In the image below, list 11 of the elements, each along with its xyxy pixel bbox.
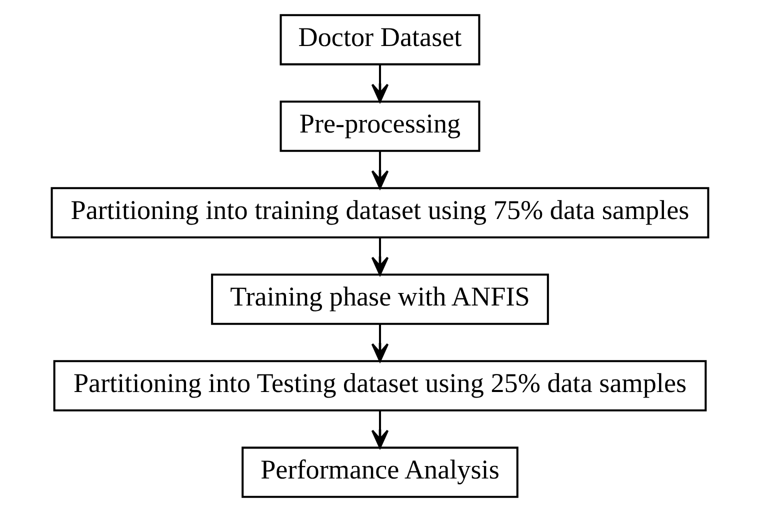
- node-box: Doctor Dataset: [279, 14, 480, 66]
- arrow: [370, 64, 388, 103]
- node-box: Training phase with ANFIS: [210, 274, 548, 325]
- arrow: [370, 151, 388, 190]
- arrow: [370, 410, 388, 449]
- node-box: Performance Analysis: [241, 446, 518, 498]
- node-box: Partitioning into Testing dataset using 25% data samples: [52, 360, 706, 412]
- node-box: Pre-processing: [279, 100, 480, 152]
- arrow: [370, 238, 388, 276]
- node-box: Partitioning into training dataset using 75% data samples: [50, 187, 709, 238]
- arrow: [370, 324, 388, 362]
